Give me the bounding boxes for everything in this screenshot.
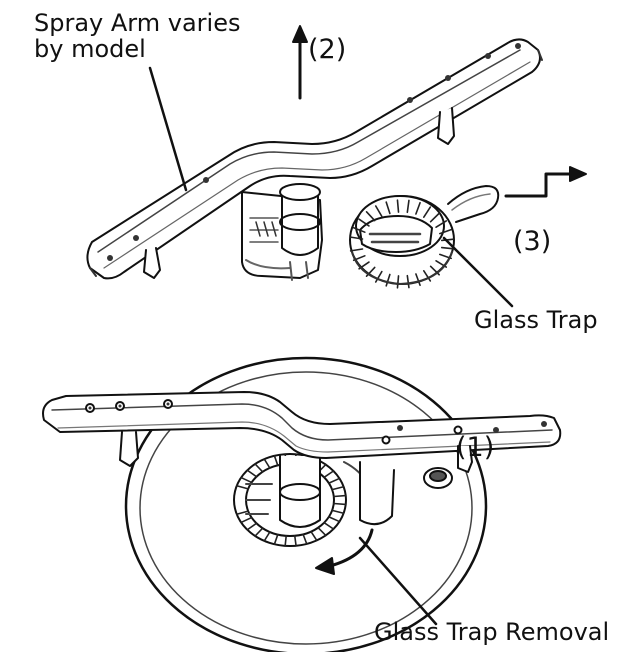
trap-fin (246, 522, 258, 531)
trap-fin (352, 226, 366, 233)
spray-arm-hub (241, 183, 323, 281)
bottom-spray-arm (42, 391, 562, 473)
trap-fin (374, 270, 383, 283)
glass-trap (349, 185, 500, 289)
trap-fin (415, 201, 421, 215)
trap-fin (349, 248, 364, 252)
trap-fin (440, 238, 455, 242)
trap-fin (284, 535, 287, 547)
trap-fin (365, 211, 376, 222)
spray-arm-label-line1: Spray Arm varies (34, 9, 241, 37)
trap-fin (293, 534, 297, 547)
trap-fin (374, 205, 383, 218)
top-spray-arm (86, 38, 543, 280)
trap-fin (273, 533, 279, 545)
step-arrow-icon (504, 166, 587, 198)
trap-fin (254, 463, 264, 473)
trap-fin (331, 509, 345, 515)
trap-fin (349, 236, 364, 240)
trap-fin (429, 212, 440, 223)
leader-line-glass-trap-removal (358, 536, 438, 626)
trap-fin (422, 206, 432, 218)
bottom-hub (279, 455, 453, 528)
trap-fin (235, 484, 249, 490)
glass-trap-label: Glass Trap (474, 306, 598, 334)
trap-fin (422, 270, 432, 282)
trap-fin (396, 275, 400, 289)
trap-fin (323, 470, 335, 479)
trap-fin (310, 530, 318, 542)
trap-fin (263, 458, 271, 469)
trap-fin (328, 477, 341, 484)
trap-fin (406, 274, 410, 289)
trap-fin (385, 273, 391, 287)
trap-fin (440, 246, 455, 250)
trap-fin (396, 199, 400, 213)
trap-fin (323, 521, 335, 530)
step-3-label: (3) (513, 226, 552, 257)
trap-fin (328, 516, 341, 523)
trap-fin (331, 485, 345, 491)
glass-trap-removal-label: Glass Trap Removal (374, 618, 610, 646)
trap-fin (415, 273, 421, 287)
trap-fin (240, 516, 253, 524)
trap-fin (332, 494, 347, 498)
filter-ring (124, 356, 488, 652)
step-1-label: (1) (456, 432, 495, 463)
trap-fin (406, 199, 410, 214)
leader-line-glass-trap (442, 236, 514, 308)
trap-fin (235, 510, 249, 516)
spray-arm-label-line2: by model (34, 35, 146, 63)
trap-fin (385, 201, 391, 215)
trap-fin (439, 228, 452, 235)
spray-arm-label: Spray Arm varies by model (34, 10, 240, 62)
leader-line-spray-arm (148, 66, 188, 192)
trap-fin (435, 220, 448, 229)
trap-fin (263, 531, 271, 542)
trap-fin (332, 502, 347, 506)
trap-fin (240, 476, 253, 484)
trap-fin (302, 533, 308, 545)
step-2-label: (2) (308, 34, 347, 65)
trap-fin (254, 527, 264, 537)
trap-fin (358, 218, 370, 227)
trap-fin (246, 469, 258, 478)
rotate-arrow-icon (315, 528, 374, 575)
trap-fin (317, 526, 327, 537)
up-arrow-icon (292, 25, 308, 100)
trap-fin (273, 455, 279, 467)
